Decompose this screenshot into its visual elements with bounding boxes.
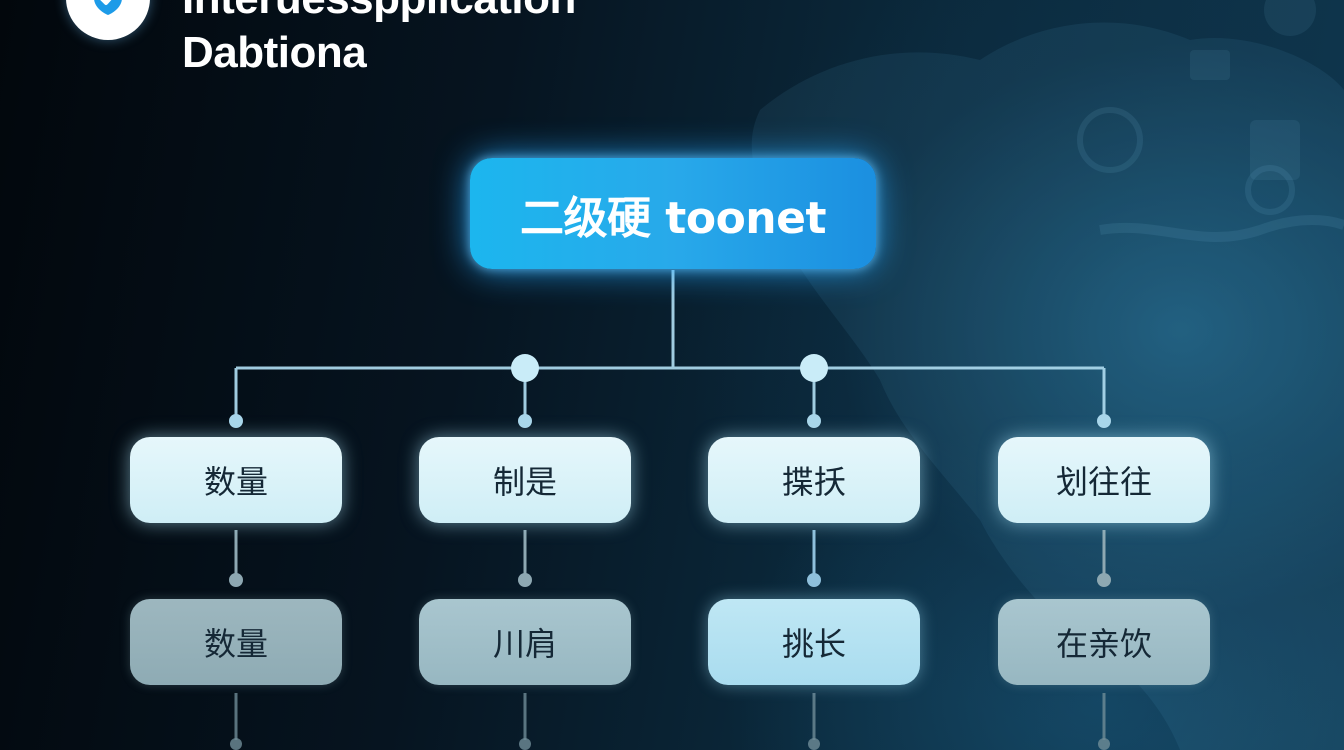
gear-icon [1077,107,1143,173]
junction-node [511,354,539,382]
arrow-head [229,414,243,428]
junction-node [800,354,828,382]
level2-node-1[interactable]: 数量 [130,437,342,523]
title-line-2: Dabtiona [182,28,367,77]
shield-check-icon [94,0,122,15]
level3-node-3[interactable]: 挑长 [708,599,920,685]
level3-node-1[interactable]: 数量 [130,599,342,685]
level3-node-2[interactable]: 川肩 [419,599,631,685]
arrow-head [1097,414,1111,428]
arrow-head [1097,573,1111,587]
page-title: Interuesspplication Dabtiona [182,0,576,80]
arrow-head [518,573,532,587]
level2-node-2[interactable]: 制是 [419,437,631,523]
level2-node-3[interactable]: 揲扷 [708,437,920,523]
arrow-head [229,573,243,587]
arrow-head [807,573,821,587]
title-line-1: Interuesspplication [182,0,576,26]
arrow-head [807,414,821,428]
root-node[interactable]: 二级硬 toonet [470,158,876,269]
level2-node-4[interactable]: 划往往 [998,437,1210,523]
arrow-head [518,414,532,428]
level3-node-4[interactable]: 在亲饮 [998,599,1210,685]
